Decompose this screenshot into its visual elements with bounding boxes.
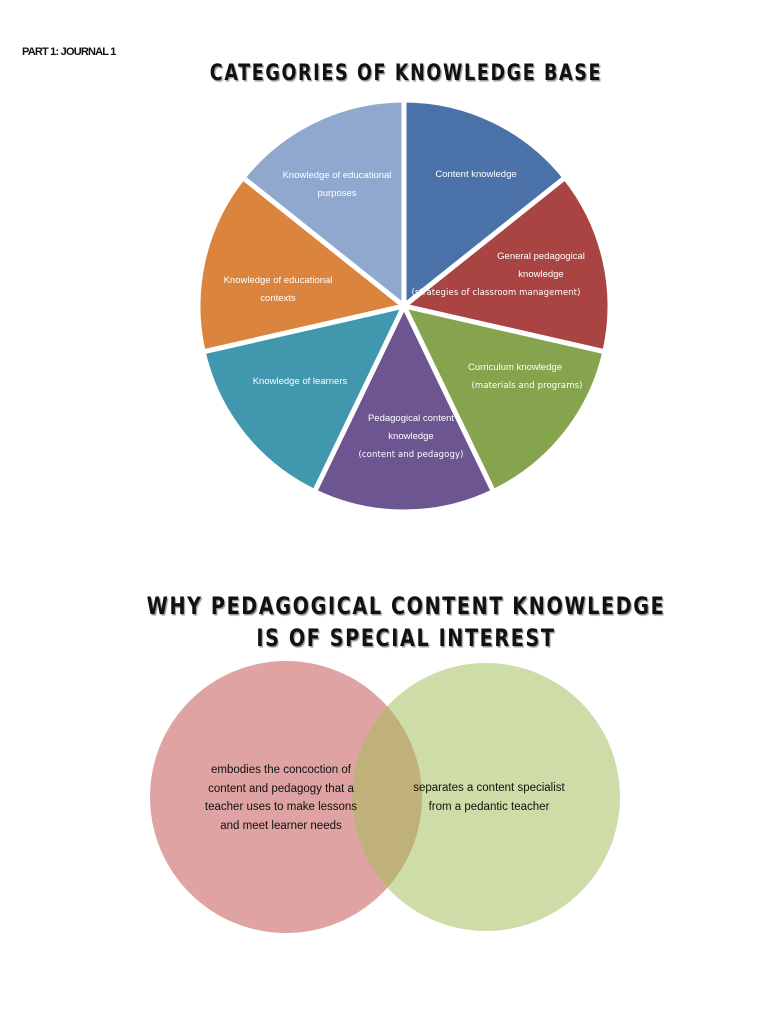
slice-text: Pedagogical content knowledge — [367, 413, 455, 442]
venn-left-text: embodies the concoction of content and p… — [204, 764, 358, 832]
slice-label-content-knowledge: Content knowledge — [416, 166, 536, 184]
venn-title-line-1: WHY PEDAGOGICAL CONTENT KNOWLEDGE — [146, 592, 666, 620]
venn-right-text: separates a content specialist from a pe… — [413, 782, 565, 813]
venn-title-line-2: IS OF SPECIAL INTEREST — [256, 624, 556, 652]
venn-overlap — [351, 706, 423, 888]
slice-subtext: (content and pedagogy) — [358, 450, 464, 460]
slice-text: Curriculum knowledge — [468, 362, 562, 373]
pie-chart — [195, 97, 613, 515]
pie-slice-5 — [195, 175, 407, 355]
pie-slice-0 — [401, 97, 568, 309]
venn-diagram — [150, 661, 620, 933]
slice-label-pedagogical-content: Pedagogical content knowledge (content a… — [350, 410, 472, 464]
venn-right-circle — [352, 663, 620, 931]
slice-label-learners: Knowledge of learners — [238, 373, 362, 391]
slice-label-curriculum: Curriculum knowledge (materials and prog… — [452, 359, 602, 395]
slice-text: General pedagogical knowledge — [497, 251, 585, 280]
slice-label-educational-contexts: Knowledge of educational contexts — [214, 272, 342, 308]
slice-subtext: (strategies of classroom management) — [411, 288, 581, 298]
slice-text: Knowledge of educational purposes — [282, 170, 392, 199]
pie-chart-title: CATEGORIES OF KNOWLEDGE BASE — [209, 61, 603, 86]
venn-title: WHY PEDAGOGICAL CONTENT KNOWLEDGE IS OF … — [99, 590, 713, 654]
pie-slice-1 — [401, 175, 613, 355]
slice-label-general-pedagogical: General pedagogical knowledge (strategie… — [411, 248, 596, 302]
pie-slice-6 — [240, 97, 407, 309]
slice-text: Knowledge of learners — [252, 376, 348, 387]
pie-slice-4 — [200, 303, 407, 495]
pie-slice-3 — [312, 303, 496, 515]
part-label: PART 1: JOURNAL 1 — [22, 46, 116, 58]
slice-text: Knowledge of educational contexts — [223, 275, 333, 304]
slice-subtext: (materials and programs) — [471, 381, 583, 391]
venn-left-circle — [150, 661, 422, 933]
slice-text: Content knowledge — [435, 169, 517, 180]
pie-slice-2 — [401, 303, 608, 495]
slice-label-educational-purposes: Knowledge of educational purposes — [274, 167, 400, 203]
